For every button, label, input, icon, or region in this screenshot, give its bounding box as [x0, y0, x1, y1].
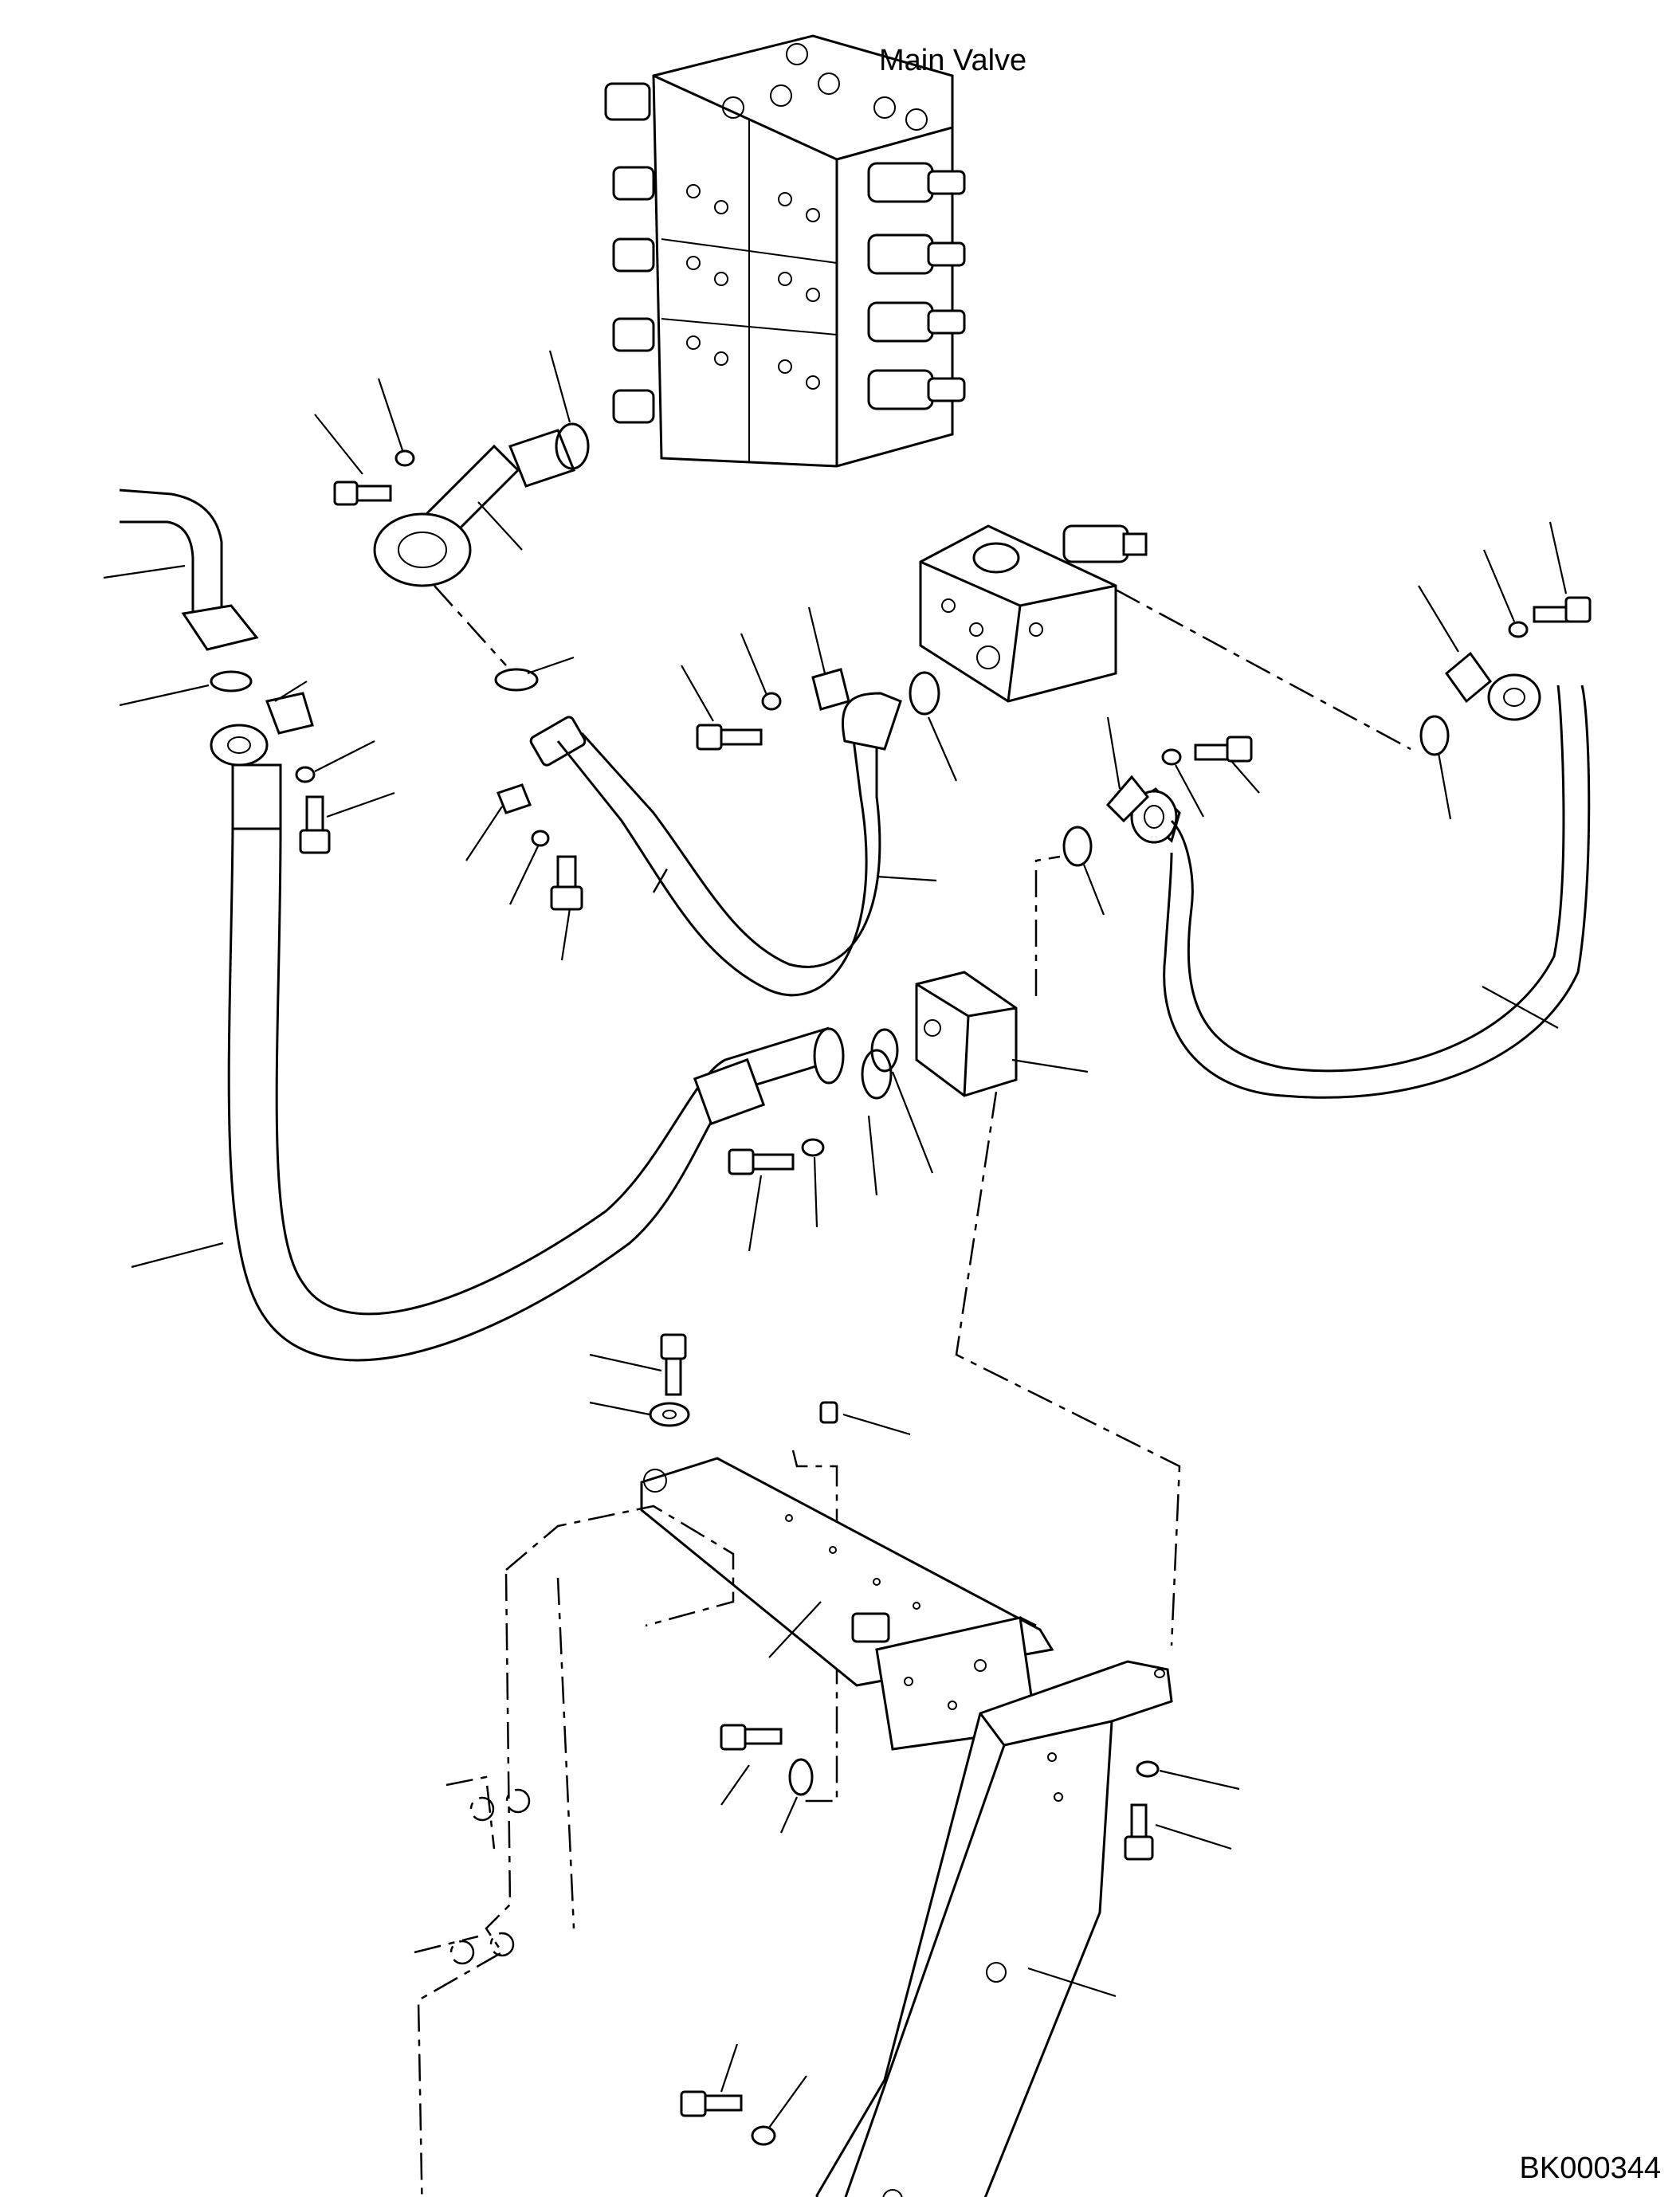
bolt-left: [299, 791, 395, 854]
split-flange-right-high: [1418, 585, 1493, 704]
washer-bracket-lower: [779, 1758, 814, 1834]
bolt-right-high: [1533, 521, 1592, 623]
bolt-bracket-top: [589, 1333, 687, 1396]
washer-center-left: [509, 830, 550, 905]
washer-stay: [1136, 1760, 1240, 1791]
o-ring-left: [119, 670, 253, 707]
washer-upper-left: [377, 378, 415, 467]
washer-lower-middle: [801, 1138, 825, 1228]
o-ring-lower-middle: [870, 1028, 934, 1174]
bolt-upper-left: [314, 414, 392, 506]
bolt-center-right: [681, 665, 763, 751]
washer-right-high: [1482, 549, 1529, 638]
left-pipe: [103, 488, 259, 651]
main-valve-label: Main Valve: [879, 44, 1026, 77]
hose-end-fitting: [693, 1027, 893, 1126]
bolt-center-left: [550, 855, 583, 961]
solenoid-valve-block: [919, 524, 1148, 703]
o-ring-center-left: [494, 656, 575, 692]
connection-lines: [434, 585, 1411, 1803]
mounting-bracket: [640, 1457, 1054, 1751]
hose-center: [529, 692, 937, 997]
split-flange-left: [265, 681, 314, 735]
drawing-id: BK000344: [1519, 2152, 1662, 2185]
washer-bracket-top: [589, 1401, 690, 1427]
bolt-bracket-lower: [720, 1724, 783, 1806]
split-flange-center-left: [465, 783, 532, 861]
main-valve-assembly: [604, 34, 966, 468]
hose-left-long: [131, 724, 838, 1362]
support-stay: [815, 1660, 1173, 2197]
o-ring-right-low: [1062, 826, 1105, 916]
bolt-right-low: [1194, 736, 1260, 794]
cap-bracket: [819, 1401, 911, 1436]
bolt-stay-lower: [680, 2043, 743, 2117]
bolt-stay: [1124, 1803, 1232, 1861]
split-flange-lower-middle: [867, 1115, 878, 1196]
o-ring-upper: [548, 350, 590, 470]
small-valve-block: [915, 971, 1089, 1097]
washer-center-right: [740, 633, 782, 711]
washer-right-low: [1161, 748, 1204, 818]
split-flange-center-right: [807, 606, 850, 711]
hose-right: [1129, 673, 1591, 1099]
washer-left: [295, 740, 375, 783]
washer-stay-lower: [751, 2075, 807, 2146]
elbow-fitting: [373, 429, 575, 587]
o-ring-right-high: [1419, 715, 1452, 820]
split-flange-right-low: [1105, 716, 1150, 823]
o-ring-center-right: [909, 671, 958, 782]
bolt-lower-middle: [728, 1148, 795, 1252]
bracket-frame-dashed: [414, 1505, 735, 2197]
